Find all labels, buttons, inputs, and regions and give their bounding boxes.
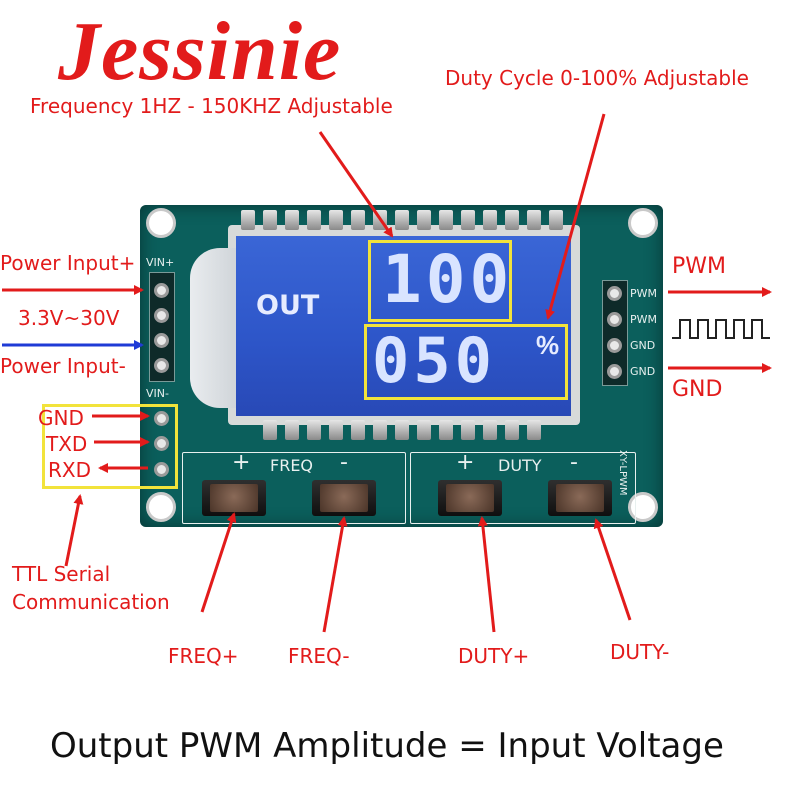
freq-silk-label: FREQ — [270, 456, 314, 475]
duty-minus-button-cap — [556, 484, 604, 512]
output-pin-pwm-2 — [607, 312, 622, 327]
frequency-highlight-box — [368, 240, 512, 322]
lcd-duty-value: 050 — [372, 324, 496, 397]
duty-plus-button-cap — [446, 484, 494, 512]
serial-pin-gnd — [154, 411, 169, 426]
power-pin-3 — [154, 333, 169, 348]
vin-plus-silk: VIN+ — [146, 256, 175, 269]
freq-minus-button-cap — [320, 484, 368, 512]
freq-plus-button[interactable] — [202, 480, 266, 516]
duty-cycle-callout: Duty Cycle 0-100% Adjustable — [445, 66, 749, 90]
lcd-frequency-value: 100 — [382, 241, 514, 318]
freq-minus-label: FREQ- — [288, 644, 350, 668]
duty-minus-label: DUTY- — [610, 640, 670, 664]
duty-plus-silk: + — [456, 450, 475, 475]
pwm-output-label: PWM — [672, 254, 727, 279]
output-pin-gnd-1 — [607, 338, 622, 353]
brand-title: Jessinie — [58, 5, 342, 98]
freq-plus-silk: + — [232, 450, 251, 475]
txd-label: TXD — [46, 432, 88, 456]
power-pin-1 — [154, 283, 169, 298]
output-pin-pwm-1 — [607, 286, 622, 301]
duty-silk-label: DUTY — [498, 456, 542, 475]
ttl-arrow — [64, 494, 84, 567]
silk-gnd-2: GND — [630, 365, 656, 378]
freq-minus-silk: - — [340, 450, 348, 475]
freq-minus-arrow — [322, 516, 348, 633]
serial-pin-txd — [154, 436, 169, 451]
freq-button-group — [182, 452, 406, 524]
power-input-plus-label: Power Input+ — [0, 251, 136, 275]
duty-minus-button[interactable] — [548, 480, 612, 516]
frequency-callout: Frequency 1HZ - 150KHZ Adjustable — [30, 94, 393, 118]
frequency-callout-arrow — [318, 131, 394, 238]
duty-plus-arrow — [477, 516, 496, 633]
mounting-hole-top-left — [146, 208, 176, 238]
power-input-minus-label: Power Input- — [0, 354, 126, 378]
ttl-label-line1: TTL Serial — [12, 562, 111, 586]
voltage-range-label: 3.3V~30V — [18, 306, 120, 330]
duty-highlight-box — [364, 324, 568, 400]
pwm-waveform — [672, 319, 770, 339]
mounting-hole-bottom-right — [628, 492, 658, 522]
footer-caption: Output PWM Amplitude = Input Voltage — [50, 726, 724, 766]
lcd-percent-sign: % — [536, 330, 560, 360]
lcd-light-guide — [190, 248, 238, 408]
lcd-out-label: OUT — [256, 290, 320, 321]
rxd-label: RXD — [48, 458, 91, 482]
mounting-hole-bottom-left — [146, 492, 176, 522]
gnd-output-label: GND — [672, 377, 723, 402]
ttl-label-line2: Communication — [12, 590, 170, 614]
silk-gnd-1: GND — [630, 339, 656, 352]
silk-pwm-2: PWM — [630, 313, 658, 326]
freq-plus-label: FREQ+ — [168, 644, 239, 668]
power-pin-2 — [154, 308, 169, 323]
duty-button-group — [410, 452, 636, 524]
gnd-serial-label: GND — [38, 406, 84, 430]
mounting-hole-top-right — [628, 208, 658, 238]
serial-highlight-box — [42, 404, 178, 489]
power-pin-4 — [154, 358, 169, 373]
duty-plus-label: DUTY+ — [458, 644, 530, 668]
duty-minus-arrow — [593, 518, 632, 621]
freq-plus-arrow — [200, 512, 237, 613]
duty-minus-silk: - — [570, 450, 578, 475]
output-pin-gnd-2 — [607, 364, 622, 379]
silk-pwm-1: PWM — [630, 287, 658, 300]
freq-minus-button[interactable] — [312, 480, 376, 516]
freq-plus-button-cap — [210, 484, 258, 512]
duty-callout-arrow — [545, 113, 606, 320]
lcd-bottom-pins — [236, 420, 571, 442]
vin-minus-silk: VIN- — [146, 387, 169, 400]
duty-plus-button[interactable] — [438, 480, 502, 516]
serial-pin-rxd — [154, 462, 169, 477]
